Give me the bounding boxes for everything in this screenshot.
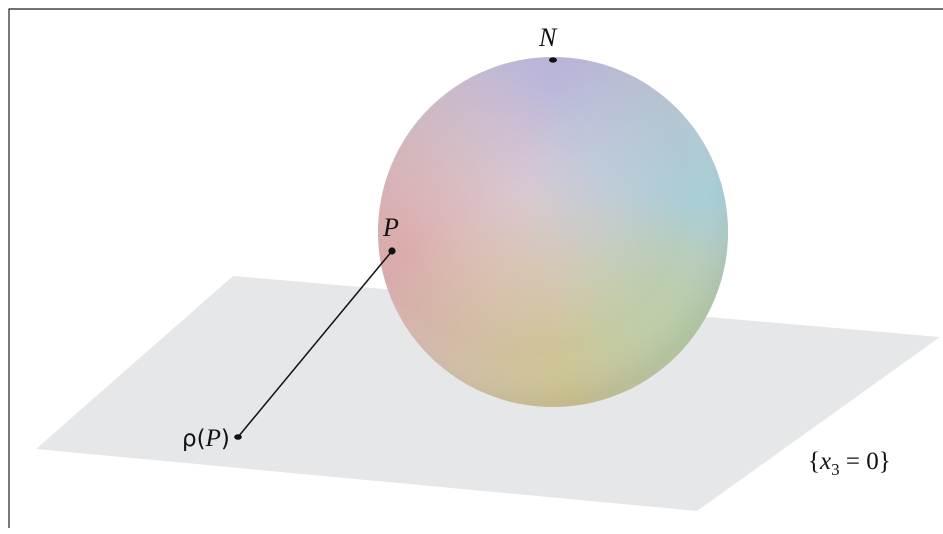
figure-frame (8, 8, 943, 528)
north-pole-point (549, 57, 557, 63)
north-pole-label: N (538, 23, 558, 52)
projection-label: ρ(P) (182, 425, 230, 452)
unit-sphere (378, 57, 728, 407)
point-p (388, 247, 396, 255)
plane-label: {x3 = 0} (808, 448, 891, 479)
projection-line (237, 250, 393, 438)
point-p-label: P (382, 213, 399, 242)
projection-point (234, 434, 242, 440)
